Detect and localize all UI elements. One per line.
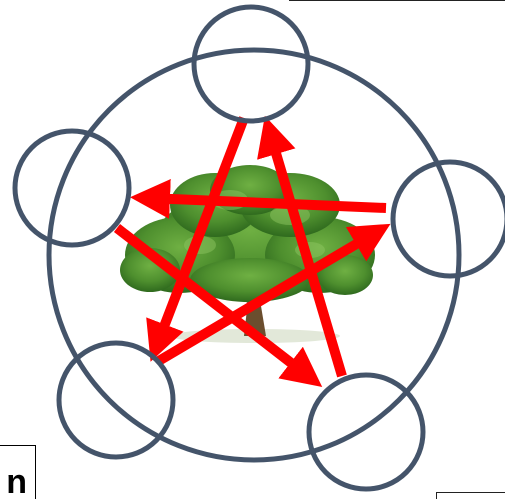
cropped-label-text: n — [6, 465, 27, 499]
cropped-label-box: n — [0, 445, 36, 499]
cropped-frame-bottom-right — [436, 492, 505, 499]
node-circle-right — [393, 162, 505, 276]
node-circle-top — [194, 7, 308, 121]
node-circle-bottom-right — [309, 375, 423, 489]
node-circle-left — [15, 131, 129, 245]
node-circle-bottom-left — [59, 343, 173, 457]
